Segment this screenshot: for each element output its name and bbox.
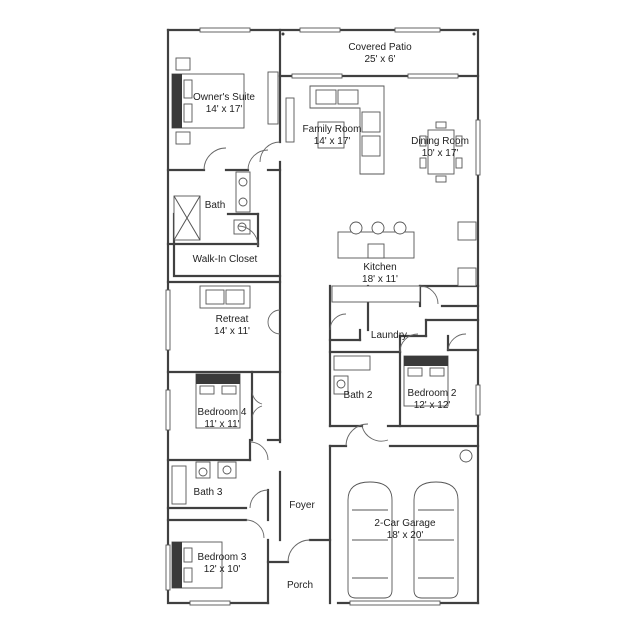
room-label-bath: Bath: [195, 200, 235, 212]
owners-bath-fixtures: [173, 171, 251, 241]
room-label-foyer: Foyer: [280, 500, 324, 512]
room-label-kitchen: Kitchen 18' x 11': [340, 262, 420, 286]
bedroom-3-bed: [171, 541, 223, 589]
room-label-covered-patio: Covered Patio 25' x 6': [320, 42, 440, 66]
room-name: Bath 3: [193, 487, 223, 498]
room-name: 2-Car Garage: [374, 518, 436, 529]
room-size: 12' x 10': [203, 564, 241, 575]
room-name: Bedroom 2: [407, 388, 457, 399]
room-size: 14' x 17': [313, 136, 351, 147]
bedroom-4-bed: [195, 373, 241, 429]
room-size: 18' x 11': [362, 274, 398, 285]
room-size: 14' x 11': [214, 326, 250, 337]
room-name: Dining Room: [411, 136, 469, 147]
room-name: Kitchen: [363, 262, 397, 273]
family-room-furniture: [285, 85, 385, 175]
room-name: Foyer: [289, 500, 315, 511]
room-label-walk-in-closet: Walk-In Closet: [180, 254, 270, 266]
room-label-owners-suite: Owner's Suite 14' x 17': [184, 92, 264, 116]
bath-2-fixtures: [333, 355, 371, 395]
bedroom-2-bed: [403, 355, 449, 407]
room-name: Bedroom 3: [197, 552, 247, 563]
room-label-bedroom-2: Bedroom 2 12' x 12': [396, 388, 468, 412]
windows: [165, 27, 481, 606]
room-name: Laundry: [370, 330, 408, 341]
room-size: 10' x 17': [421, 148, 459, 159]
room-label-family-room: Family Room 14' x 17': [292, 124, 372, 148]
room-size: 12' x 12': [413, 400, 451, 411]
room-size: 25' x 6': [364, 54, 396, 65]
garage-cars: [347, 449, 473, 599]
room-label-bedroom-4: Bedroom 4 11' x 11': [186, 407, 258, 431]
owners-suite-bed: [171, 57, 279, 145]
room-label-laundry: Laundry: [364, 330, 414, 342]
room-name: Family Room: [302, 124, 362, 135]
room-size: 14' x 17': [205, 104, 243, 115]
kitchen-island: [331, 221, 477, 303]
room-label-bath-3: Bath 3: [186, 487, 230, 499]
door-swings: [203, 141, 467, 563]
room-label-bath-2: Bath 2: [336, 390, 380, 402]
room-label-bedroom-3: Bedroom 3 12' x 10': [186, 552, 258, 576]
room-label-retreat: Retreat 14' x 11': [196, 314, 268, 338]
room-label-porch: Porch: [280, 580, 320, 592]
room-name: Walk-In Closet: [192, 254, 258, 265]
room-name: Bath: [204, 200, 226, 211]
room-name: Owner's Suite: [193, 92, 255, 103]
room-size: 18' x 20': [386, 530, 424, 541]
room-name: Retreat: [215, 314, 249, 325]
room-label-dining-room: Dining Room 10' x 17': [400, 136, 480, 160]
room-name: Porch: [286, 580, 314, 591]
room-label-garage: 2-Car Garage 18' x 20': [360, 518, 450, 542]
room-name: Covered Patio: [348, 42, 412, 53]
room-name: Bedroom 4: [197, 407, 247, 418]
bath-3-fixtures: [171, 461, 237, 505]
retreat-sofa: [199, 285, 251, 309]
room-size: 11' x 11': [204, 419, 240, 430]
dining-table: [419, 121, 463, 183]
room-name: Bath 2: [343, 390, 373, 401]
patio-door: [281, 32, 476, 79]
